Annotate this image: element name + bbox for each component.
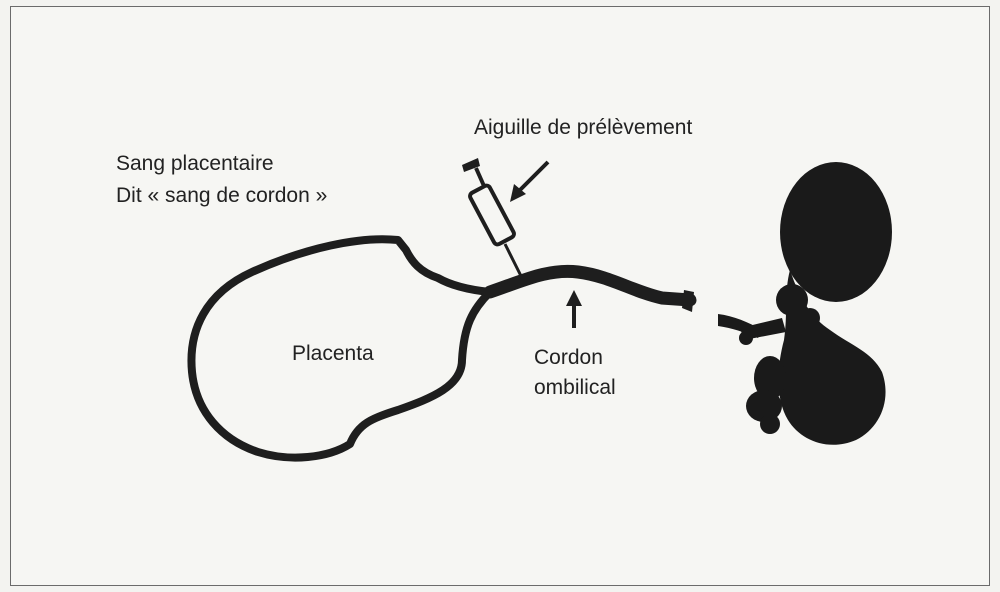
cord-blood-label: Dit « sang de cordon » — [116, 182, 327, 209]
syringe-icon — [462, 158, 522, 278]
needle-label: Aiguille de prélèvement — [474, 114, 692, 141]
fetus-silhouette — [718, 162, 892, 445]
placental-blood-label: Sang placentaire — [116, 150, 274, 177]
cord-arrow-icon — [566, 290, 582, 328]
umbilical-cord-label-line1: Cordon — [534, 344, 603, 371]
umbilical-cord-label-line2: ombilical — [534, 374, 616, 401]
placenta-label: Placenta — [292, 340, 374, 367]
cord-end — [682, 290, 694, 312]
needle-arrow-icon — [510, 162, 548, 202]
